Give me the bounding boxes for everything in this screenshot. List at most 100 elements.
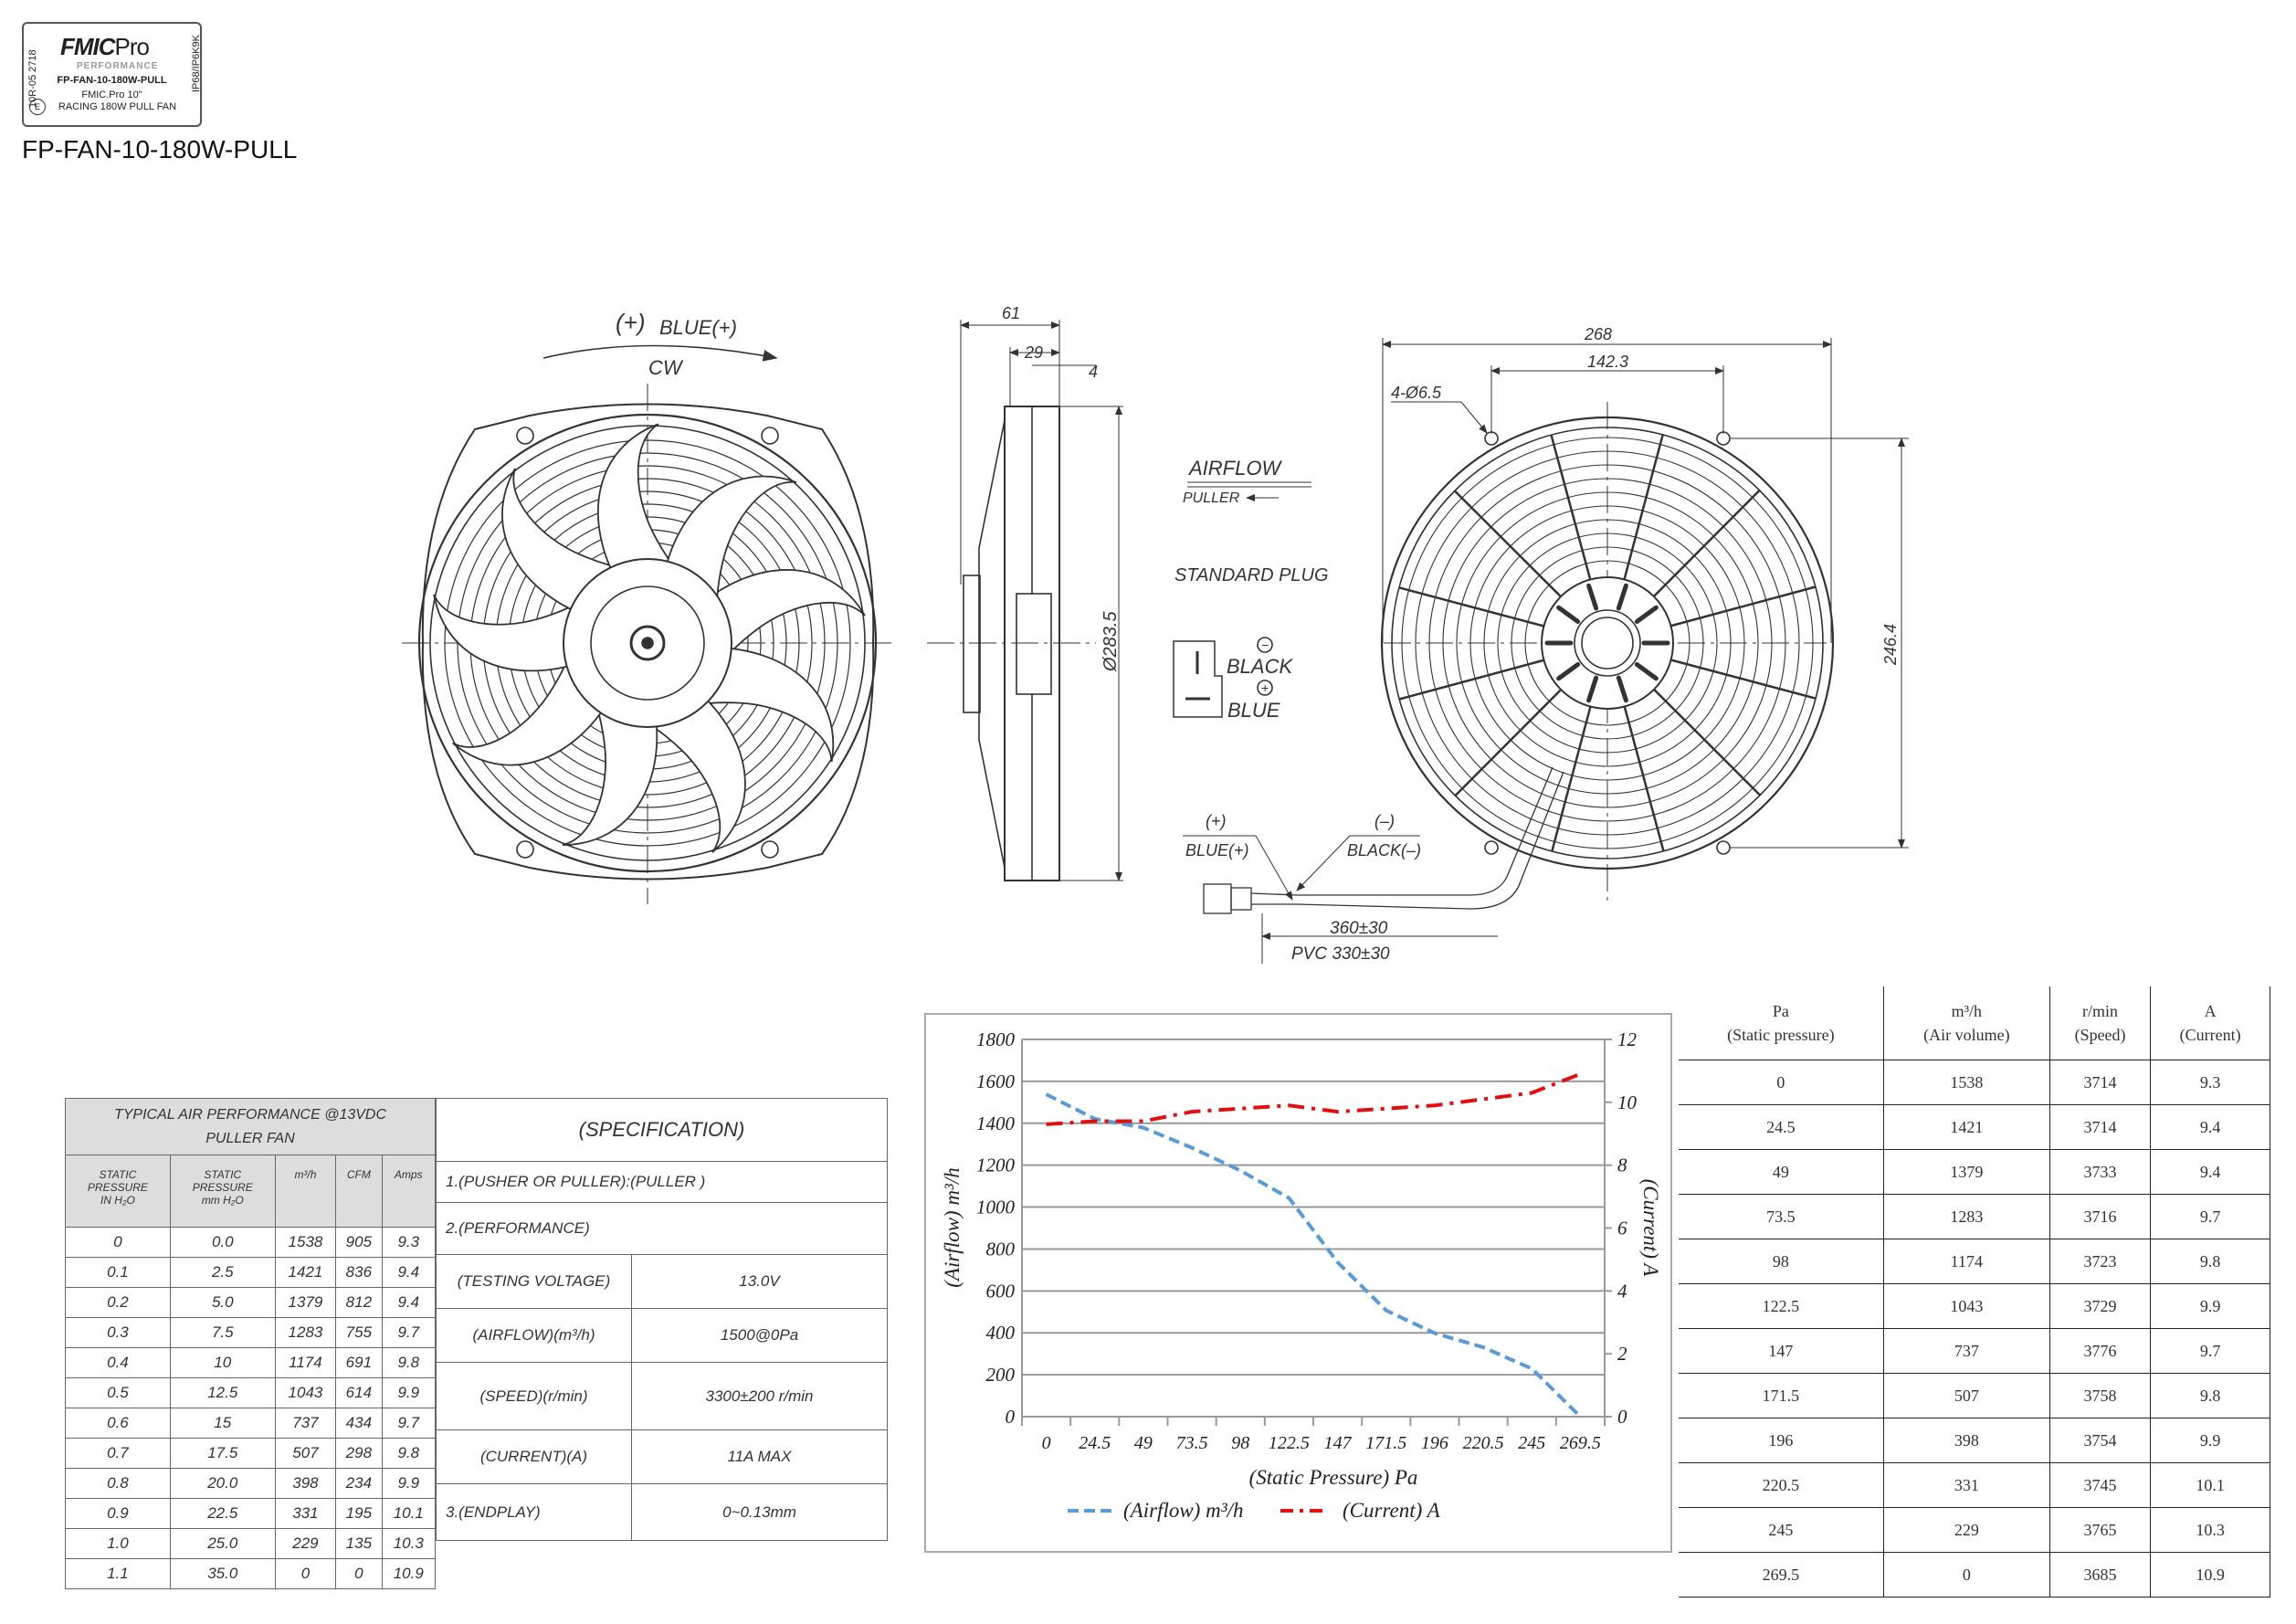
table-cell: 3754: [2048, 1418, 2152, 1463]
table-cell: 147: [1679, 1328, 1884, 1374]
performance-chart-frame: [924, 1013, 1672, 1553]
table-cell: 122.5: [1679, 1283, 1884, 1329]
results-col-header: r/min(Speed): [2048, 986, 2152, 1060]
table-cell: 35.0: [169, 1558, 276, 1589]
table-cell: 737: [1882, 1328, 2050, 1374]
table-cell: 3716: [2048, 1194, 2152, 1239]
brand-logo: FMICPro: [60, 33, 150, 60]
dim-height: 246.4: [1881, 624, 1900, 666]
spec-pusher-puller: 1.(PUSHER OR PULLER):(PULLER ): [436, 1161, 888, 1203]
table-cell: 737: [274, 1408, 337, 1439]
wire-neg-label: BLACK(–): [1347, 841, 1421, 859]
dim-width: 268: [1584, 325, 1612, 343]
table-cell: 229: [274, 1528, 337, 1559]
table-cell: 7.5: [169, 1317, 276, 1348]
table-cell: 9.7: [2150, 1194, 2270, 1239]
table-cell: 9.9: [2150, 1418, 2270, 1463]
table-cell: 1379: [1882, 1149, 2050, 1195]
spec-value: 11A MAX: [631, 1429, 888, 1484]
table-cell: 1.0: [65, 1528, 171, 1559]
minus-icon: [1257, 637, 1273, 653]
spec-label: (CURRENT)(A): [436, 1429, 632, 1484]
table-cell: 3723: [2048, 1239, 2152, 1284]
wire-pos-label: BLUE(+): [1185, 841, 1249, 859]
dim-motor: 29: [1024, 343, 1043, 362]
plus-icon: [1257, 680, 1273, 696]
table-cell: 269.5: [1679, 1552, 1884, 1598]
table-cell: 434: [335, 1408, 383, 1439]
fan-blade: [562, 687, 658, 847]
table-cell: 9.3: [2150, 1060, 2270, 1105]
dim-hole-spec: 4-Ø6.5: [1391, 384, 1442, 402]
spec-row: (AIRFLOW)(m³/h)1500@0Pa: [436, 1308, 888, 1363]
table-cell: 3758: [2048, 1373, 2152, 1418]
svg-text:+: +: [1261, 680, 1269, 695]
table-cell: 24.5: [1679, 1104, 1884, 1150]
fan-blade: [630, 685, 746, 853]
table-cell: 0.8: [65, 1468, 171, 1499]
spec-row: (SPEED)(r/min)3300±200 r/min: [436, 1362, 888, 1430]
table-cell: 171.5: [1679, 1373, 1884, 1418]
dim-depth: 61: [1002, 304, 1020, 322]
table-cell: 0: [274, 1558, 337, 1589]
table-cell: 9.4: [2150, 1149, 2270, 1195]
table-cell: 507: [1882, 1373, 2050, 1418]
table-cell: 812: [335, 1287, 383, 1318]
spec-row: (TESTING VOLTAGE)13.0V: [436, 1254, 888, 1309]
table-cell: 0.5: [65, 1377, 171, 1408]
spec-title: (SPECIFICATION): [436, 1098, 888, 1162]
table-cell: 9.8: [2150, 1239, 2270, 1284]
table-cell: 25.0: [169, 1528, 276, 1559]
table-cell: 9.7: [2150, 1328, 2270, 1374]
table-cell: 12.5: [169, 1377, 276, 1408]
plug-black-label: BLACK: [1227, 655, 1293, 678]
table-cell: 9.8: [381, 1347, 437, 1378]
table-cell: 0.3: [65, 1317, 171, 1348]
table-cell: 0: [335, 1558, 383, 1589]
table-cell: 10.1: [381, 1498, 437, 1529]
spec-value: 13.0V: [631, 1254, 888, 1309]
front-view-fan: [402, 344, 895, 904]
product-label: FMICPro PERFORMANCE 10R-05 2718 IP68/IP6…: [22, 22, 202, 127]
table-cell: 10.9: [2150, 1552, 2270, 1598]
airflow-title: AIRFLOW: [1187, 457, 1282, 480]
table-cell: 0: [1882, 1552, 2050, 1598]
table-cell: 9.8: [2150, 1373, 2270, 1418]
table-cell: 229: [1882, 1507, 2050, 1553]
table-cell: 22.5: [169, 1498, 276, 1529]
results-col-header: m³/h(Air volume): [1882, 986, 2050, 1060]
dim-hole-spacing: 142.3: [1587, 353, 1628, 371]
table-cell: 1379: [274, 1287, 337, 1318]
table-cell: 1283: [274, 1317, 337, 1348]
label-line2: RACING 180W PULL FAN: [58, 101, 177, 112]
test-results-table: Pa(Static pressure)m³/h(Air volume)r/min…: [1679, 986, 2270, 1598]
table-cell: 9.3: [381, 1227, 437, 1258]
table-cell: 507: [274, 1438, 337, 1469]
spec-endplay-label: 3.(ENDPLAY): [436, 1483, 632, 1541]
table-cell: 0.9: [65, 1498, 171, 1529]
table-cell: 1174: [274, 1347, 337, 1378]
perf-col-header: m³/h: [274, 1155, 337, 1228]
table-cell: 9.9: [381, 1468, 437, 1499]
wire-length: 360±30: [1330, 919, 1388, 938]
table-cell: 1283: [1882, 1194, 2050, 1239]
table-cell: 234: [335, 1468, 383, 1499]
table-cell: 0.1: [65, 1257, 171, 1288]
table-cell: 195: [335, 1498, 383, 1529]
table-cell: 9.7: [381, 1408, 437, 1439]
table-cell: 3765: [2048, 1507, 2152, 1553]
